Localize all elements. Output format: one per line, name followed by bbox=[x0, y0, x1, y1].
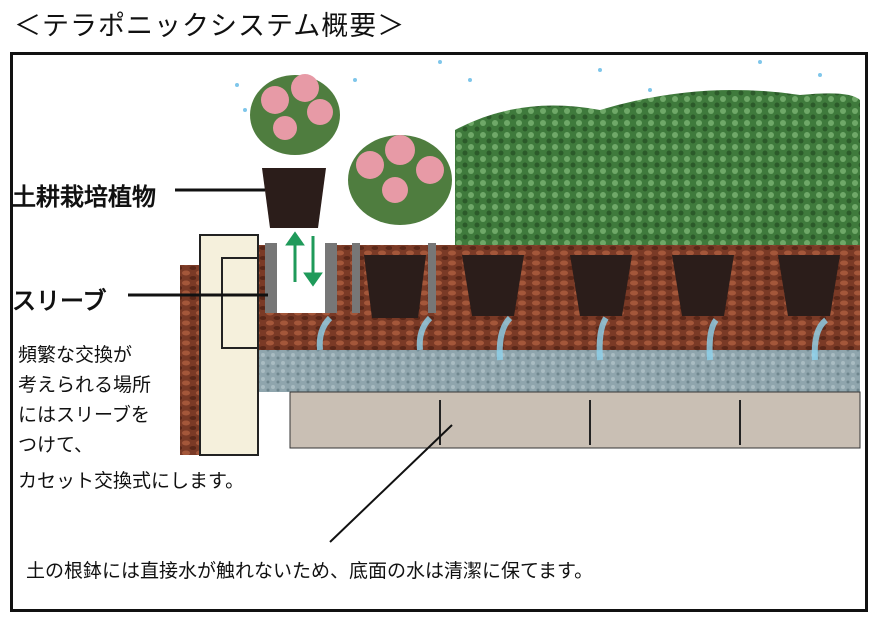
buried-pots bbox=[364, 255, 840, 318]
sleeve bbox=[428, 243, 436, 313]
sleeve-note: 頻繁な交換が 考えられる場所 にはスリーブを つけて、 カセット交換式にします。 bbox=[18, 340, 244, 496]
note-line: にはスリーブを bbox=[18, 404, 150, 426]
note-line: カセット交換式にします。 bbox=[18, 470, 245, 492]
soil-layer bbox=[258, 245, 860, 350]
potted-flower-lifted bbox=[250, 74, 340, 228]
up-down-arrows bbox=[285, 231, 323, 287]
sleeve-label: スリーブ bbox=[12, 287, 107, 315]
sleeve bbox=[265, 243, 277, 313]
bottom-leader-line bbox=[329, 424, 453, 543]
bottom-note: 土の根鉢には直接水が触れないため、底面の水は清潔に保てます。 bbox=[26, 560, 594, 582]
water-layer bbox=[258, 350, 860, 392]
note-line: 頻繁な交換が bbox=[18, 344, 133, 366]
plant-label: 土耕栽培植物 bbox=[12, 183, 156, 211]
ground-cover-plants bbox=[455, 90, 860, 250]
page-title: ＜テラポニックシステム概要＞ bbox=[14, 11, 406, 42]
diagram-frame bbox=[10, 52, 868, 612]
sleeve bbox=[325, 243, 337, 313]
tray bbox=[289, 391, 861, 449]
note-line: つけて、 bbox=[18, 434, 94, 456]
sleeve bbox=[352, 243, 360, 313]
potted-flower bbox=[348, 135, 452, 225]
left-soil bbox=[180, 265, 202, 455]
note-line: 考えられる場所 bbox=[18, 374, 152, 396]
